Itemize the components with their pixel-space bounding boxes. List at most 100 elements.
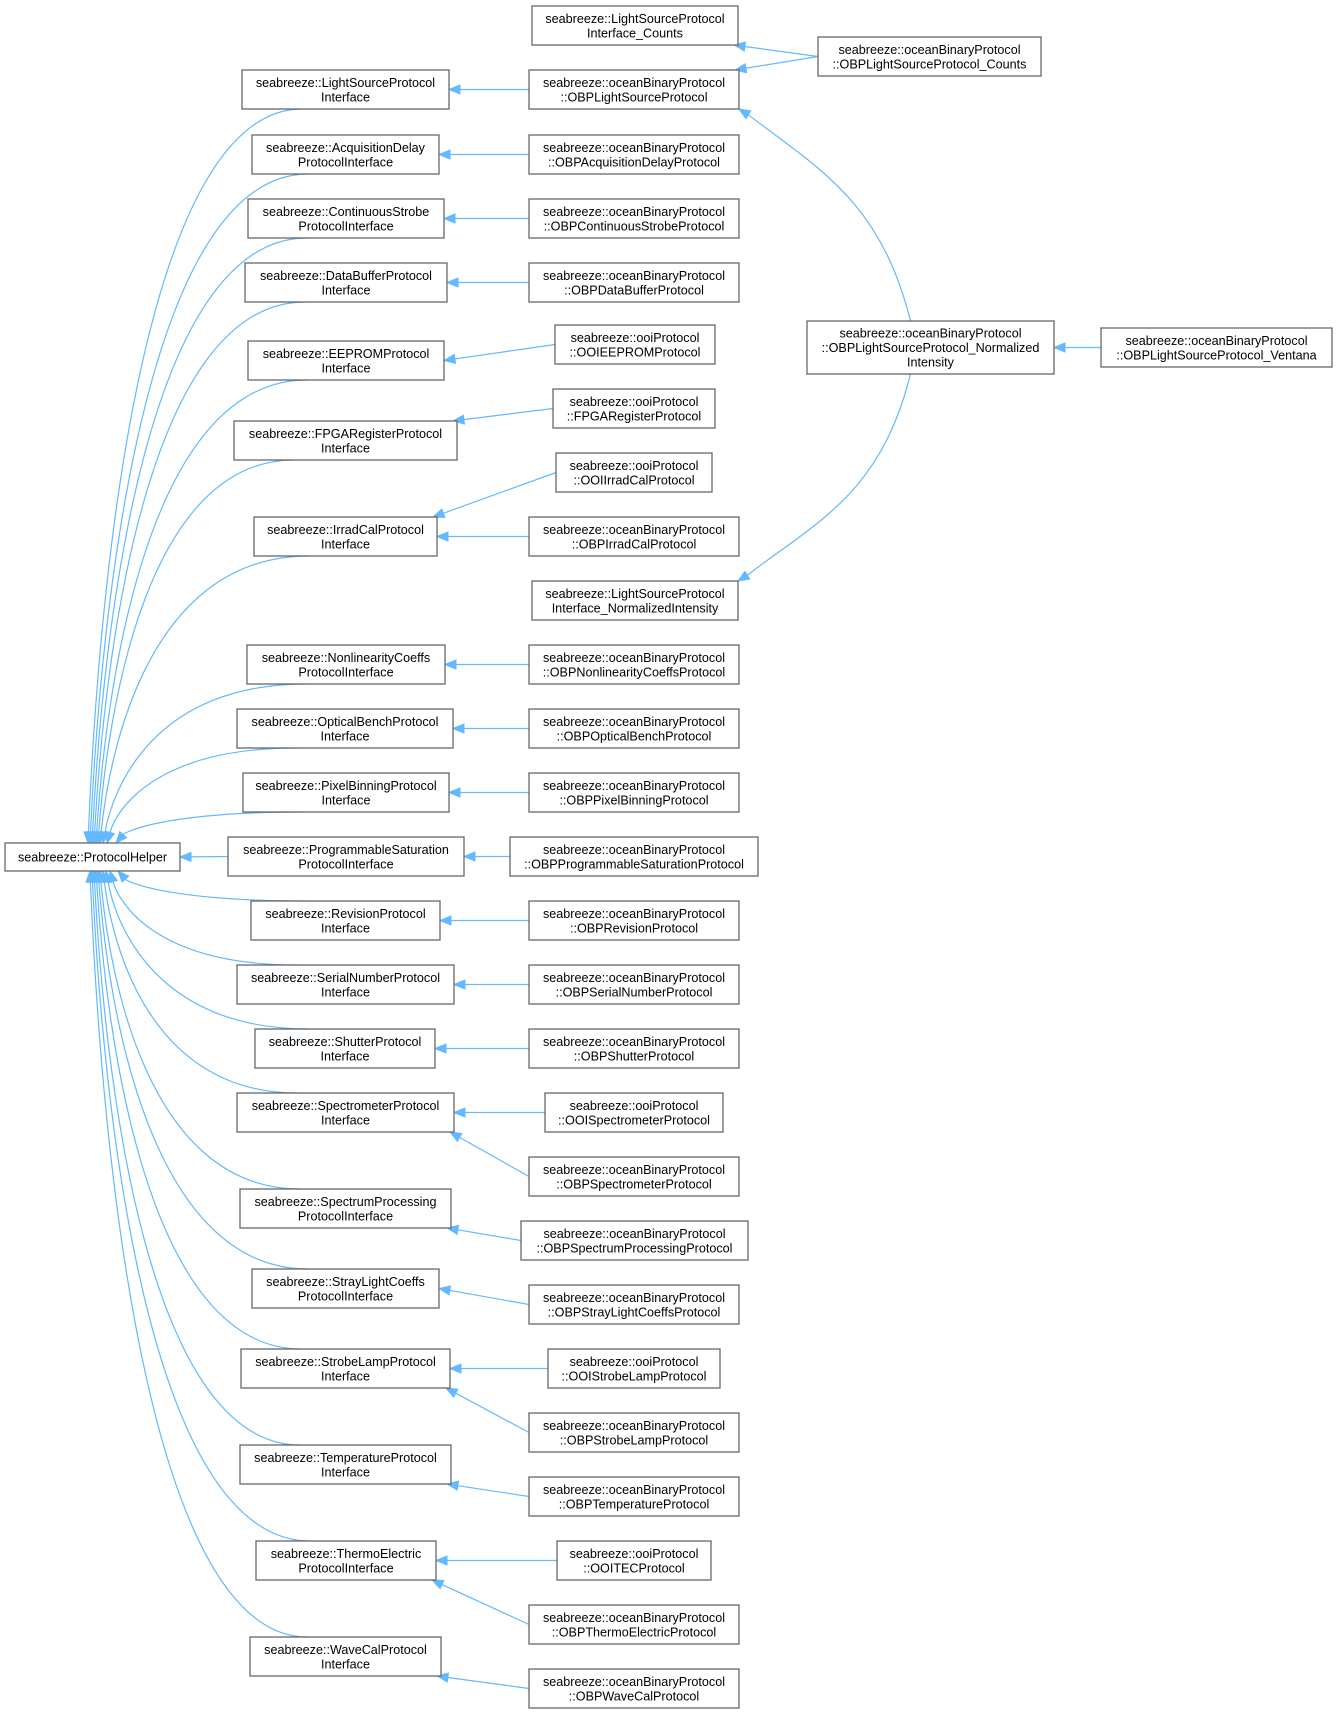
class-box — [528, 1604, 740, 1645]
class-name-line: seabreeze::oceanBinaryProtocol — [543, 1227, 725, 1241]
class-node-obp-ls-norm[interactable]: seabreeze::oceanBinaryProtocol::OBPLight… — [806, 320, 1055, 375]
edges-layer — [83, 41, 1101, 1690]
class-node-ls-norm-if[interactable]: seabreeze::LightSourceProtocolInterface_… — [531, 580, 739, 621]
class-box — [528, 1284, 740, 1325]
class-node-obp-acq[interactable]: seabreeze::oceanBinaryProtocol::OBPAcqui… — [528, 134, 740, 175]
class-node-obp-ls[interactable]: seabreeze::oceanBinaryProtocol::OBPLight… — [528, 69, 740, 110]
class-name-line: ::OBPRevisionProtocol — [570, 921, 698, 935]
inheritance-edge-line — [100, 881, 301, 1190]
class-node-spp-if[interactable]: seabreeze::SpectrumProcessingProtocolInt… — [239, 1188, 452, 1229]
class-name-line: ::OOIEEPROMProtocol — [570, 345, 701, 359]
inheritance-arrowhead — [105, 830, 116, 845]
class-node-obp-ls-ventana[interactable]: seabreeze::oceanBinaryProtocol::OBPLight… — [1100, 327, 1333, 368]
class-node-ooi-fpga[interactable]: seabreeze::ooiProtocol::FPGARegisterProt… — [552, 388, 716, 429]
class-node-obp-sh[interactable]: seabreeze::oceanBinaryProtocol::OBPShutt… — [528, 1028, 740, 1069]
class-node-sl-if[interactable]: seabreeze::StrayLightCoeffsProtocolInter… — [251, 1268, 440, 1309]
class-node-obp-cs[interactable]: seabreeze::oceanBinaryProtocol::OBPConti… — [528, 198, 740, 239]
class-node-helper[interactable]: seabreeze::ProtocolHelper — [4, 842, 181, 872]
class-name-line: ::OOIStrobeLampProtocol — [562, 1369, 707, 1383]
inheritance-edge-line — [124, 878, 308, 902]
class-name-line: Interface — [321, 985, 370, 999]
inheritance-edge-line — [441, 1584, 530, 1626]
class-node-obp-irr[interactable]: seabreeze::oceanBinaryProtocol::OBPIrrad… — [528, 516, 740, 557]
class-name-line: Interface — [321, 1113, 370, 1127]
class-name-line: seabreeze::PixelBinningProtocol — [255, 779, 436, 793]
edge-sh_if-to-helper — [102, 869, 310, 1030]
class-box — [244, 262, 448, 303]
class-name-line: seabreeze::NonlinearityCoeffs — [262, 651, 430, 665]
class-node-te-if[interactable]: seabreeze::ThermoElectricProtocolInterfa… — [255, 1540, 437, 1581]
class-name-line: seabreeze::oceanBinaryProtocol — [838, 43, 1020, 57]
class-name-line: Interface_NormalizedIntensity — [552, 601, 719, 615]
class-node-ooi-te[interactable]: seabreeze::ooiProtocol::OOITECProtocol — [556, 1540, 712, 1581]
class-node-cs-if[interactable]: seabreeze::ContinuousStrobeProtocolInter… — [247, 198, 445, 239]
class-node-obp-te[interactable]: seabreeze::oceanBinaryProtocol::OBPTherm… — [528, 1604, 740, 1645]
class-node-obp-ps[interactable]: seabreeze::oceanBinaryProtocol::OBPProgr… — [509, 836, 759, 877]
inheritance-arrowhead — [178, 851, 192, 863]
class-node-ps-if[interactable]: seabreeze::ProgrammableSaturationProtoco… — [227, 836, 465, 877]
class-name-line: seabreeze::ooiProtocol — [570, 1547, 699, 1561]
class-name-line: seabreeze::oceanBinaryProtocol — [543, 1483, 725, 1497]
class-node-obp-ob[interactable]: seabreeze::oceanBinaryProtocol::OBPOptic… — [528, 708, 740, 749]
class-node-obp-ls-counts[interactable]: seabreeze::oceanBinaryProtocol::OBPLight… — [817, 36, 1042, 77]
class-node-obp-wc[interactable]: seabreeze::oceanBinaryProtocol::OBPWaveC… — [528, 1668, 740, 1709]
edge-obp_ob-to-ob_if — [451, 723, 529, 734]
class-node-obp-sl[interactable]: seabreeze::oceanBinaryProtocol::OBPStray… — [528, 1284, 740, 1325]
edge-obp_spp-to-spp_if — [445, 1224, 522, 1242]
inheritance-arrowhead — [448, 1131, 463, 1143]
class-node-obp-nl[interactable]: seabreeze::oceanBinaryProtocol::OBPNonli… — [528, 644, 740, 685]
class-node-obp-st[interactable]: seabreeze::oceanBinaryProtocol::OBPStrob… — [528, 1412, 740, 1453]
class-node-ooi-sp[interactable]: seabreeze::ooiProtocol::OOISpectrometerP… — [544, 1092, 724, 1133]
class-node-obp-sp[interactable]: seabreeze::oceanBinaryProtocol::OBPSpect… — [528, 1156, 740, 1197]
edge-wc_if-to-helper — [85, 869, 308, 1638]
class-node-acq-if[interactable]: seabreeze::AcquisitionDelayProtocolInter… — [251, 134, 440, 175]
class-name-line: seabreeze::IrradCalProtocol — [267, 523, 424, 537]
class-node-obp-tmp[interactable]: seabreeze::oceanBinaryProtocol::OBPTempe… — [528, 1476, 740, 1517]
class-node-ls-counts-if[interactable]: seabreeze::LightSourceProtocolInterface_… — [531, 5, 739, 46]
edge-ooi_sp-to-sp_if — [452, 1107, 545, 1118]
class-name-line: seabreeze::oceanBinaryProtocol — [1125, 334, 1307, 348]
class-box — [531, 580, 739, 621]
class-box — [528, 262, 740, 303]
class-node-nl-if[interactable]: seabreeze::NonlinearityCoeffsProtocolInt… — [246, 644, 446, 685]
class-box — [528, 708, 740, 749]
class-node-obp-pb[interactable]: seabreeze::oceanBinaryProtocol::OBPPixel… — [528, 772, 740, 813]
class-name-line: seabreeze::RevisionProtocol — [265, 907, 425, 921]
edge-obp_sp-to-sp_if — [448, 1131, 530, 1178]
class-node-obp-spp[interactable]: seabreeze::oceanBinaryProtocol::OBPSpect… — [520, 1220, 749, 1261]
inheritance-arrowhead — [437, 1285, 452, 1296]
class-node-obp-rev[interactable]: seabreeze::oceanBinaryProtocol::OBPRevis… — [528, 900, 740, 941]
class-node-ooi-ee[interactable]: seabreeze::ooiProtocol::OOIEEPROMProtoco… — [554, 324, 716, 365]
inheritance-edge-line — [94, 301, 306, 833]
class-box — [247, 198, 445, 239]
class-node-obp-sn[interactable]: seabreeze::oceanBinaryProtocol::OBPSeria… — [528, 964, 740, 1005]
edge-ooi_fpga-to-fpga_if — [451, 407, 554, 425]
class-name-line: seabreeze::SerialNumberProtocol — [251, 971, 440, 985]
class-node-obp-db[interactable]: seabreeze::oceanBinaryProtocol::OBPDataB… — [528, 262, 740, 303]
inheritance-edge-line — [96, 379, 307, 833]
edge-db_if-to-helper — [89, 301, 306, 845]
class-node-ooi-st[interactable]: seabreeze::ooiProtocol::OOIStrobeLampPro… — [547, 1348, 721, 1389]
class-box — [528, 1668, 740, 1709]
class-node-ooi-irr[interactable]: seabreeze::ooiProtocol::OOIIrradCalProto… — [555, 452, 713, 493]
class-box — [547, 1348, 721, 1389]
class-name-line: Interface — [321, 537, 370, 551]
inheritance-edge-line — [100, 555, 309, 833]
inheritance-arrowhead — [1052, 342, 1066, 353]
inheritance-edge-line — [107, 881, 310, 1030]
class-box — [236, 964, 455, 1005]
